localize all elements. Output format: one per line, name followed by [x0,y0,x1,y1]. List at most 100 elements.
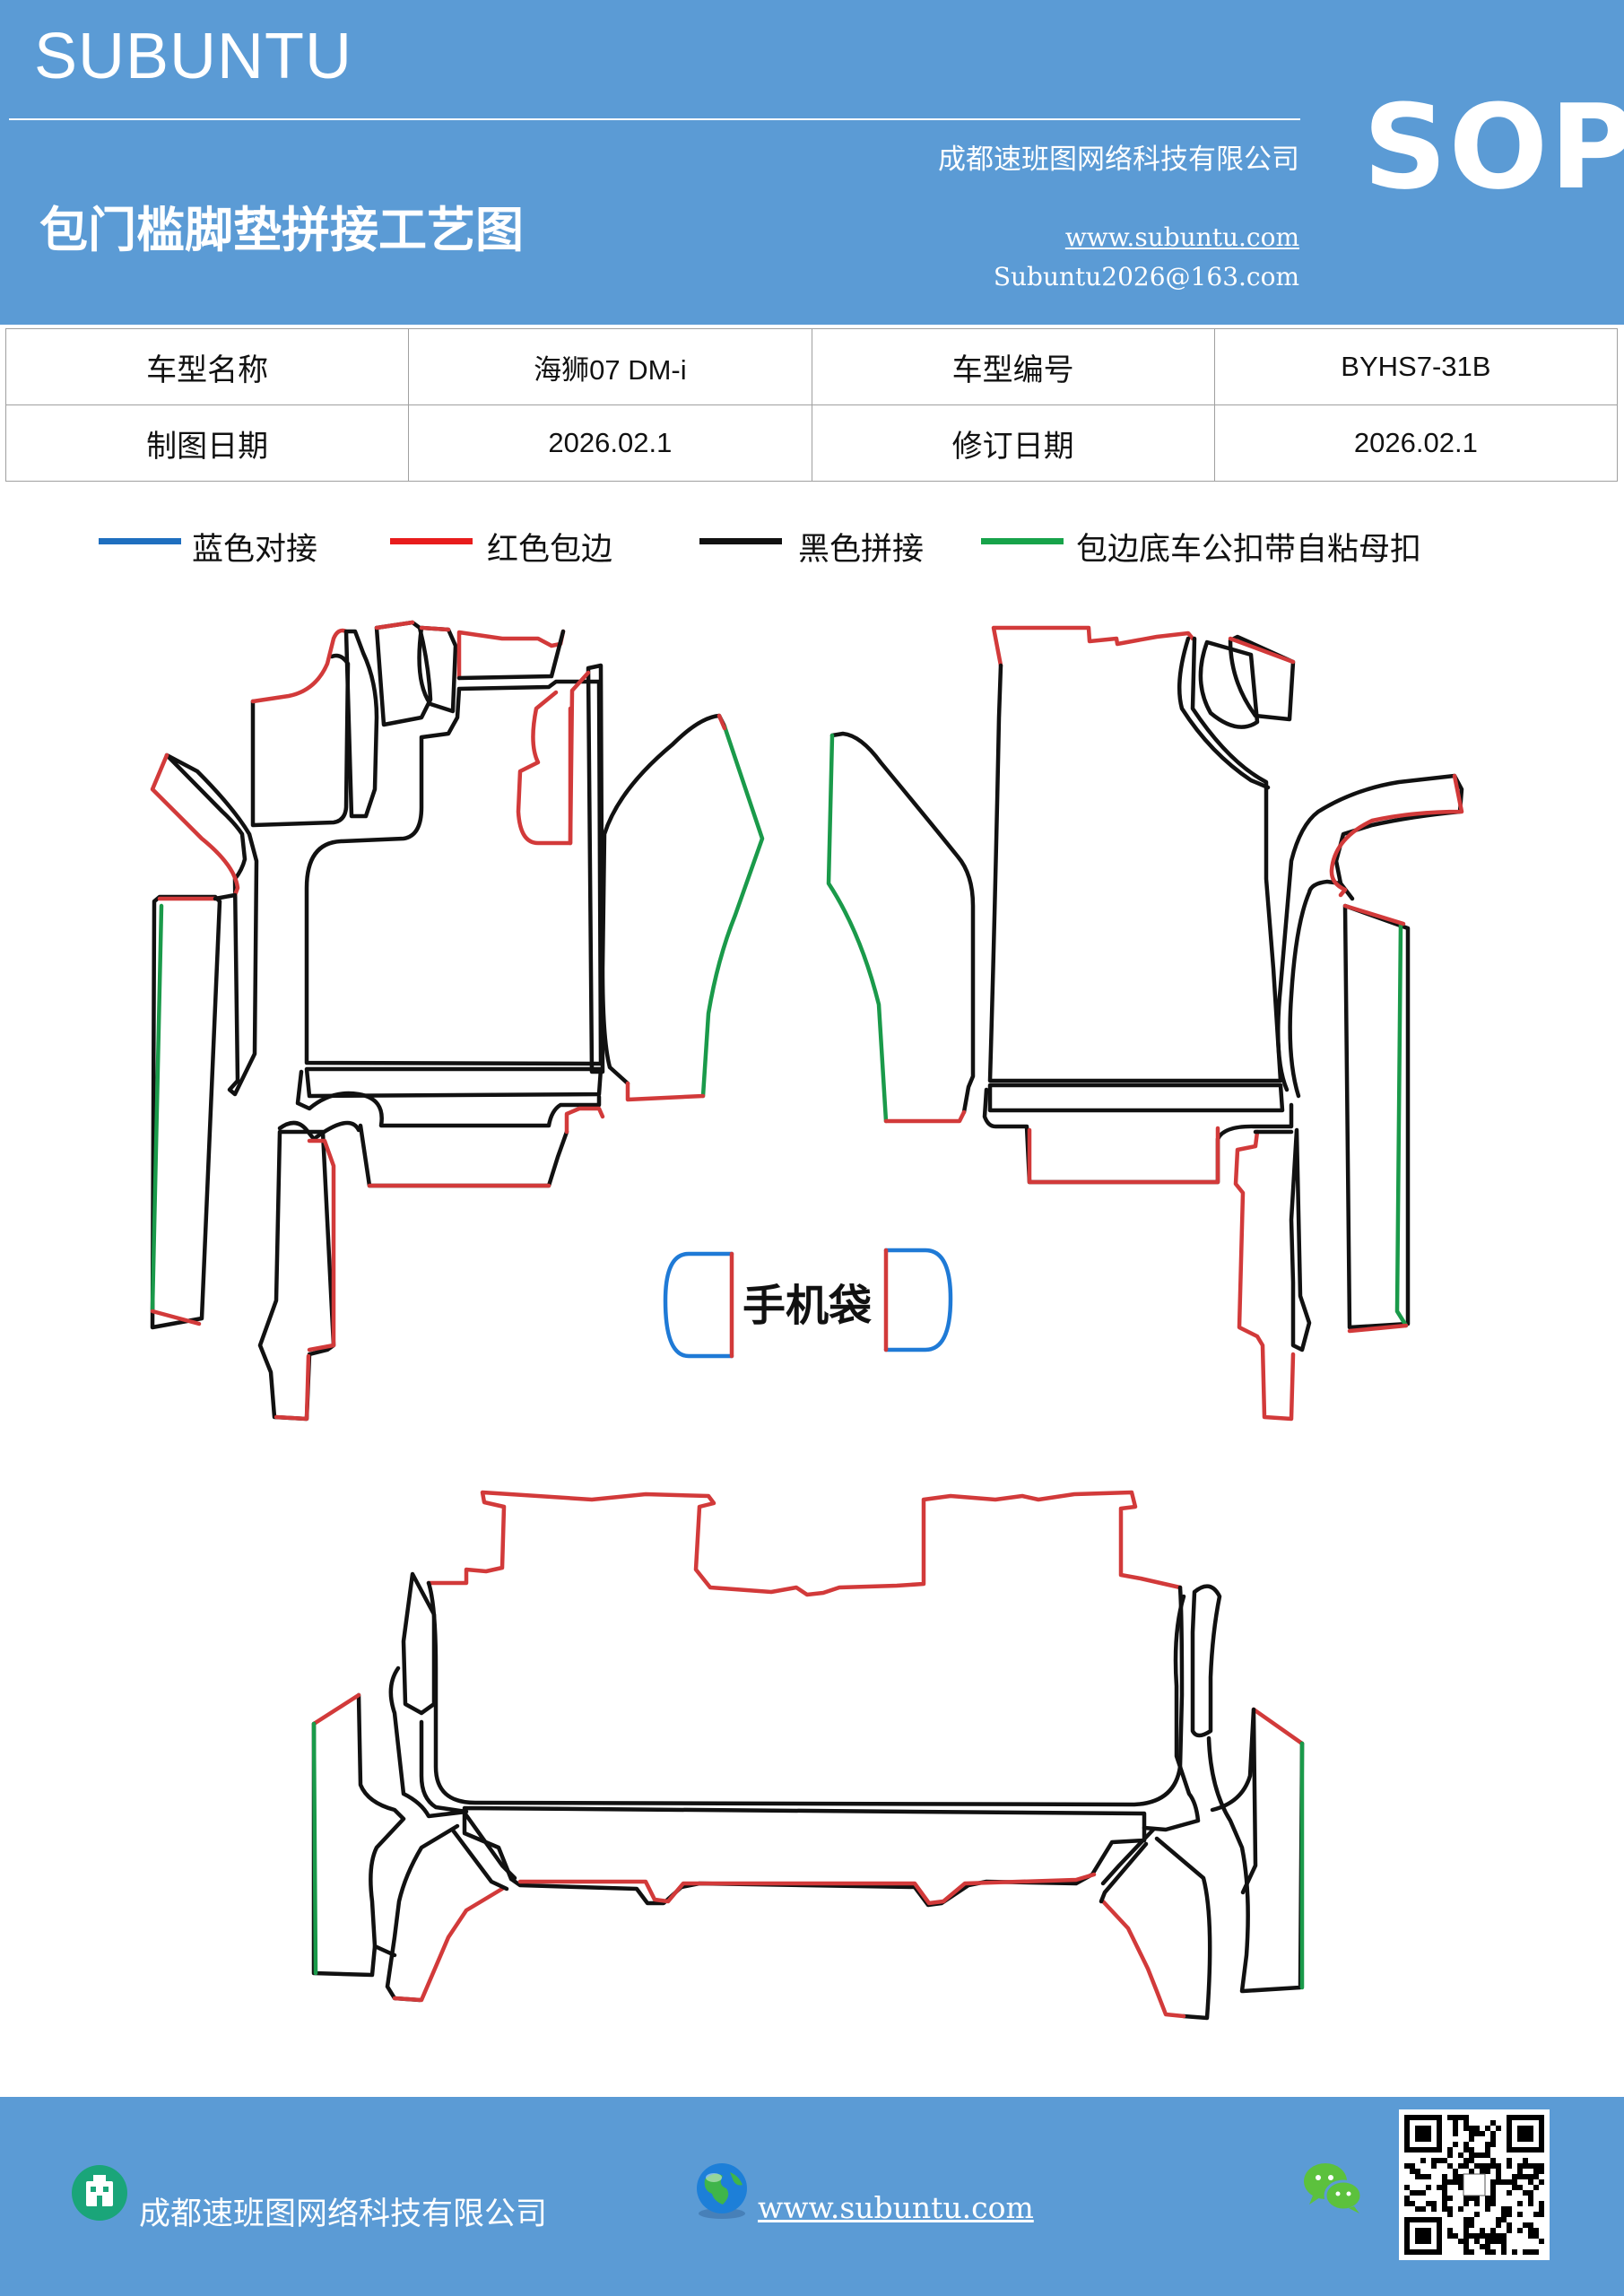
label-draw-date: 制图日期 [4,404,410,482]
mat-outline [586,663,605,1074]
document-title: 包门槛脚垫拼接工艺图 [39,202,524,258]
mat-outline [1100,1899,1186,2019]
mat-outline [456,629,566,681]
value-model-name: 海狮07 DM-i [408,328,812,405]
mat-outline [304,1066,604,1099]
table-row: 制图日期 2026.02.1 修订日期 2026.02.1 [4,404,1619,482]
legend-label: 黑色拼接 [798,532,925,568]
email-address[interactable]: Subuntu2026@163.com [993,262,1299,291]
mat-outline [257,1129,336,1422]
mat-outline [343,629,379,819]
front-right-mat-group [982,625,1464,1422]
building-icon [72,2165,127,2221]
mat-outline [1142,1594,1201,1832]
mat-outline [1206,1735,1250,1994]
mat-outline [716,713,727,731]
mat-outline [311,1692,361,1726]
mat-outline [1329,773,1464,898]
mat-outline [1394,921,1409,1328]
mat-outline [1228,636,1296,665]
mat-outline [274,1353,311,1422]
mat-outline [311,1721,318,1976]
mat-outline [991,625,1195,668]
mat-outline [1027,1126,1220,1185]
globe-icon [697,2163,747,2219]
mat-outline [826,733,889,1124]
mat-outline [829,731,976,1115]
mat-outline [1251,1707,1305,1746]
website-link[interactable]: www.subuntu.com [1064,222,1299,252]
value-model-code: BYHS7-31B [1213,328,1619,405]
mat-outline [374,620,415,631]
mat-outline [700,724,765,1099]
mat-outline [600,713,727,1086]
mat-outline [250,628,349,704]
qr-code[interactable] [1399,2109,1550,2260]
value-revision-date: 2026.02.1 [1213,404,1619,482]
label-model-code: 车型编号 [811,328,1215,405]
wechat-icon[interactable] [1302,2160,1365,2217]
legend-swatch [99,538,181,544]
mat-outline [1240,1710,1258,1895]
mat-outline [987,636,1283,1083]
footer-company-name: 成都速班图网络科技有限公司 [139,2196,548,2232]
mat-outline [419,625,451,632]
mat-outline [564,1106,605,1135]
mat-outline [1233,1129,1296,1422]
mat-outline [883,1109,967,1124]
mat-outline [150,1309,202,1326]
mat-outline [517,1872,1097,1906]
mat-outline [356,1692,406,1958]
mat-outline [392,1886,505,2003]
company-name: 成都速班图网络科技有限公司 [938,144,1299,176]
mat-outline [304,679,604,1066]
mat-outline [295,1069,602,1128]
rear-mat-group [311,1490,1305,2021]
mat-outline [417,625,458,714]
mat-outline [1347,1323,1409,1334]
value-draw-date: 2026.02.1 [408,404,812,482]
mat-outline [374,620,433,727]
mat-outline [213,892,238,901]
legend-label: 红色包边 [487,532,613,568]
mat-outline [1275,773,1464,1092]
mat-outline [451,1829,509,1892]
left-kick-panel [600,713,765,1102]
mat-outline [1154,1836,1212,2021]
legend-label: 蓝色对接 [192,532,318,568]
mat-outline [1288,879,1355,1099]
legend-swatch [390,538,473,544]
vehicle-info-table: 车型名称 海狮07 DM-i 车型编号 BYHS7-31B 制图日期 2026.… [4,328,1619,482]
mat-outline [150,894,222,1330]
mat-outline [663,1251,734,1359]
mat-outline [625,1081,706,1102]
mat-outline [568,670,591,846]
mat-outline [1100,1827,1156,1886]
mat-outline [426,1490,1183,1597]
legend-label: 包边底车公扣带自粘母扣 [1076,532,1422,568]
header-banner: SUBUNTU SOP 成都速班图网络科技有限公司 包门槛脚垫拼接工艺图 www… [0,0,1624,325]
label-revision-date: 修订日期 [811,404,1215,482]
mat-outline [516,690,573,846]
mat-outline [987,1083,1285,1113]
label-model-name: 车型名称 [4,328,410,405]
table-row: 车型名称 海狮07 DM-i 车型编号 BYHS7-31B [4,328,1619,405]
mat-outline [307,1138,336,1352]
mat-outline [150,903,164,1312]
mat-outline [401,1571,437,1716]
mat-outline [1240,1741,1305,1994]
legend-swatch [699,538,782,544]
mat-outline [464,1813,517,1881]
mat-outline [1099,1841,1149,1904]
mat-outline [1342,903,1406,926]
mat-outline [150,752,240,898]
right-kick-panel [826,731,976,1124]
footer-website-link[interactable]: www.subuntu.com [758,2190,1034,2225]
mat-outline [456,629,566,681]
color-legend: 蓝色对接 红色包边 黑色拼接 包边底车公扣带自粘母扣 [0,520,1624,574]
phone-pocket-label: 手机袋 [743,1281,872,1331]
mat-outline [426,1580,1185,1807]
mat-outline [1190,1584,1222,1738]
mat-outline [1198,639,1260,729]
mat-outline [358,1123,569,1188]
